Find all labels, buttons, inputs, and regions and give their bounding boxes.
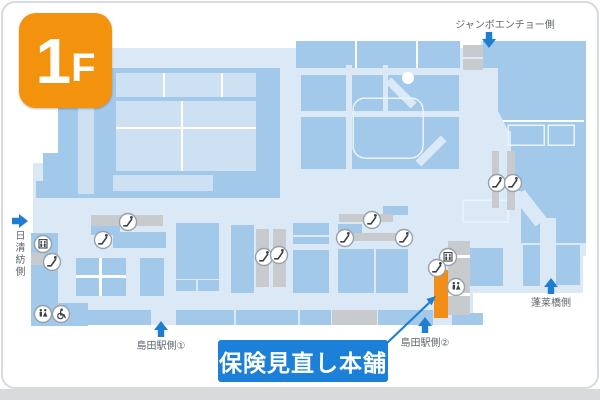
- escalator-icon: [362, 210, 382, 230]
- exit-label-horaibashi: 蓬莱橋側: [531, 298, 571, 309]
- escalator-icon: [394, 228, 414, 248]
- callout-pointer: [385, 296, 436, 345]
- escalator-icon: [42, 252, 62, 272]
- escalator-icon: [269, 245, 289, 265]
- map-card: 1 F ジャンボエンチョー側 日清紡側 蓬莱橋側 島田駅側① 島田駅側② 保険見…: [1, 1, 599, 389]
- escalator-icon: [503, 173, 523, 193]
- exit-label-shimada-station-2: 島田駅側②: [400, 338, 450, 349]
- escalator-icon: [118, 212, 138, 232]
- elevator-icon: [33, 234, 53, 254]
- floor-map: [12, 32, 586, 345]
- escalator-icon: [487, 173, 507, 193]
- store-callout[interactable]: 保険見直し本舗: [218, 340, 388, 382]
- store-name: 保険見直し本舗: [219, 350, 387, 376]
- wall-line-layer: [76, 41, 584, 296]
- exit-label-nisshinbo: 日清紡側: [13, 230, 24, 278]
- nisshinbo-entrance-arrow: [12, 214, 28, 228]
- floor-number: 1: [35, 24, 71, 97]
- escalator-icon: [427, 258, 447, 278]
- page-bottom-shade: [0, 389, 600, 400]
- escalator-icon: [93, 230, 113, 250]
- escalator-icon: [335, 228, 355, 248]
- room-outline-layer: [352, 97, 575, 223]
- wheelchair-icon: [51, 304, 71, 324]
- escalator-icon: [254, 247, 274, 267]
- exit-label-shimada-station-1: 島田駅側①: [136, 341, 186, 352]
- toilet-icon: [33, 304, 53, 324]
- floor-badge: 1 F: [19, 13, 112, 108]
- toilet-icon: [446, 277, 466, 297]
- exit-label-jumbo-encho: ジャンボエンチョー側: [455, 20, 555, 31]
- highlighted-store[interactable]: [434, 270, 448, 318]
- kiosk-circle: [402, 72, 414, 84]
- floor-suffix: F: [71, 45, 96, 90]
- inner-panel-layer: [78, 73, 256, 194]
